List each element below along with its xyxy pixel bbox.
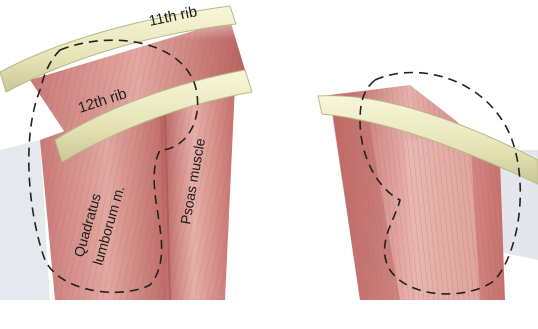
left-anatomy-illustration: 11th rib 12th rib Psoas muscle Quadratus… <box>0 0 270 300</box>
right-anatomy-illustration <box>300 0 538 300</box>
